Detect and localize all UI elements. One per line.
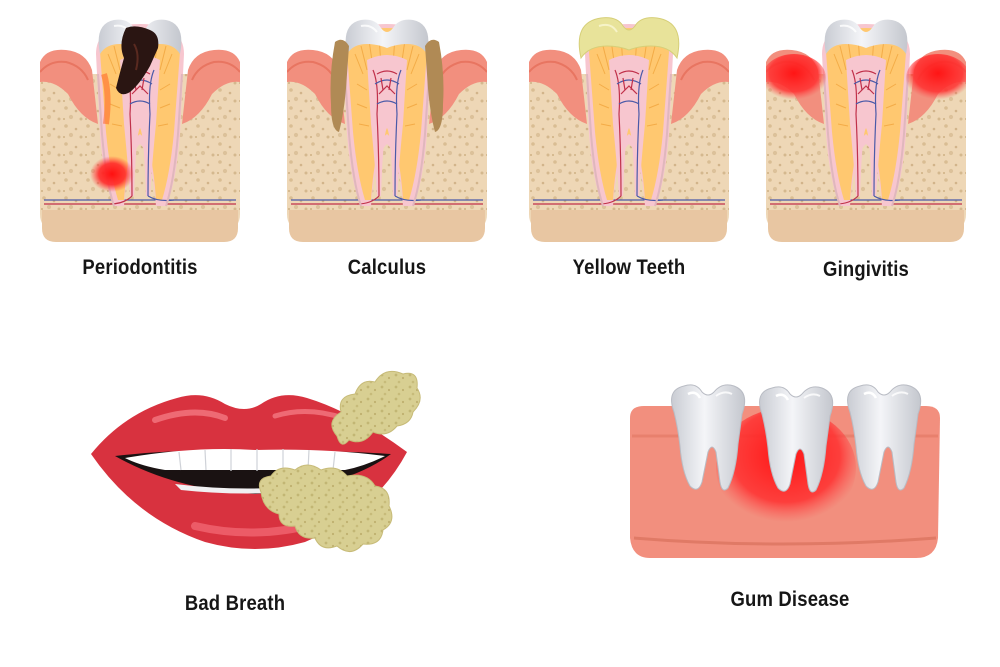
label-bad-breath: Bad Breath [184,592,286,615]
plaque-cloud-lower [258,464,393,552]
gingivitis-illustration [766,14,966,244]
tartar-left [330,39,349,132]
calculus-illustration [287,14,487,244]
yellow-teeth-illustration [529,14,729,244]
label-calculus: Calculus [347,256,427,279]
upper-teeth [125,449,385,470]
inflamed-gum-left [766,54,826,102]
label-gingivitis: Gingivitis [823,258,909,281]
plaque-cloud-upper [331,370,421,445]
yellow-enamel [578,17,680,60]
gum-disease-illustration [620,378,950,568]
label-gum-disease: Gum Disease [730,588,850,611]
periodontitis-illustration [40,14,240,244]
label-yellow-teeth: Yellow Teeth [572,256,686,279]
inflamed-gum-right [906,54,966,102]
bad-breath-illustration [85,360,425,570]
tartar-right [425,39,444,132]
abscess-spot [90,156,134,192]
label-periodontitis: Periodontitis [82,256,198,279]
